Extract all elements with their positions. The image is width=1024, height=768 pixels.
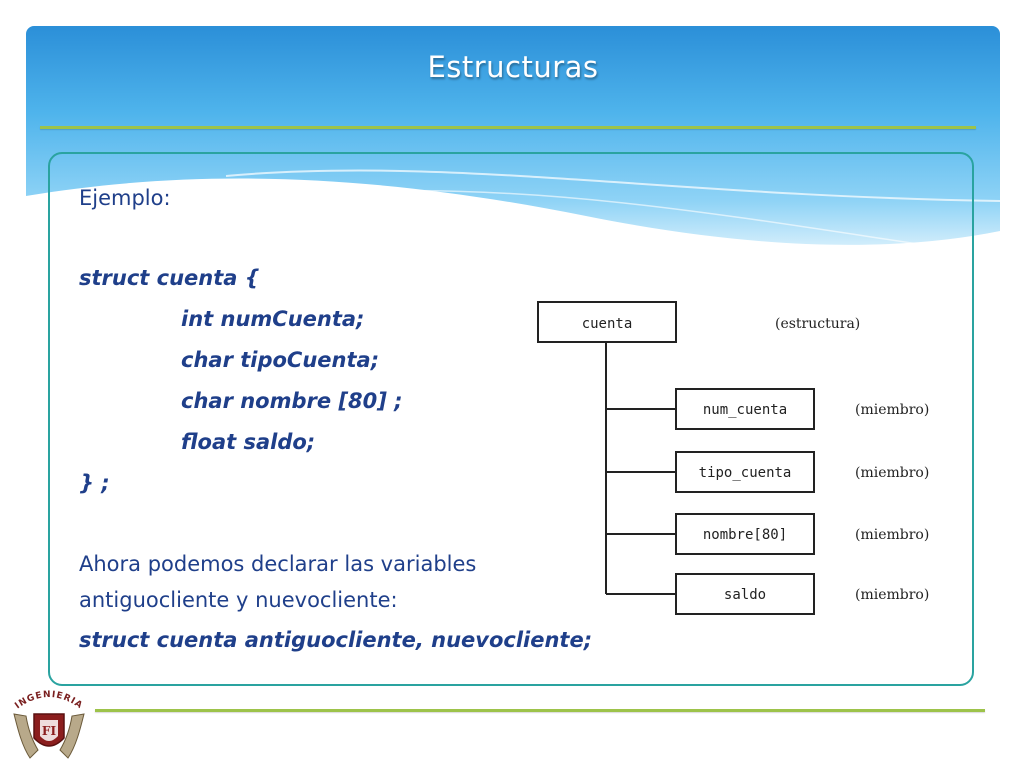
diagram-member-label: nombre[80] bbox=[703, 527, 787, 543]
diagram-member-note: (miembro) bbox=[855, 402, 929, 418]
faculty-logo: INGENIERIA FI bbox=[13, 690, 85, 759]
diagram-member-note: (miembro) bbox=[855, 465, 929, 481]
diagram-root-note: (estructura) bbox=[775, 316, 860, 332]
diagram-member-node: nombre[80] bbox=[675, 513, 815, 555]
paragraph-line-1: Ahora podemos declarar las variables bbox=[79, 552, 477, 576]
declaration-line: struct cuenta antiguocliente, nuevoclien… bbox=[79, 628, 593, 652]
content-box bbox=[48, 152, 974, 686]
code-line-struct-close: } ; bbox=[79, 471, 110, 495]
diagram-member-label: tipo_cuenta bbox=[699, 465, 792, 481]
code-line-saldo: float saldo; bbox=[181, 430, 316, 454]
diagram-member-node: saldo bbox=[675, 573, 815, 615]
diagram-member-label: saldo bbox=[724, 587, 766, 603]
svg-text:INGENIERIA: INGENIERIA bbox=[13, 690, 84, 711]
paragraph-line-2: antiguocliente y nuevocliente: bbox=[79, 588, 398, 612]
slide-title: Estructuras bbox=[427, 50, 599, 84]
intro-label: Ejemplo: bbox=[79, 186, 171, 210]
diagram-member-label: num_cuenta bbox=[703, 402, 787, 418]
structure-diagram: cuenta (estructura) num_cuenta (miembro)… bbox=[537, 301, 929, 615]
diagram-root-label: cuenta bbox=[582, 316, 633, 332]
code-line-tipocuenta: char tipoCuenta; bbox=[181, 348, 380, 372]
code-line-numcuenta: int numCuenta; bbox=[181, 307, 365, 331]
footer-divider bbox=[95, 709, 985, 712]
diagram-root-node: cuenta bbox=[537, 301, 677, 343]
header-background bbox=[26, 26, 1000, 276]
diagram-member-note: (miembro) bbox=[855, 527, 929, 543]
code-line-nombre: char nombre [80] ; bbox=[181, 389, 403, 413]
diagram-member-node: num_cuenta bbox=[675, 388, 815, 430]
diagram-member-note: (miembro) bbox=[855, 587, 929, 603]
code-line-struct-open: struct cuenta { bbox=[79, 266, 260, 290]
diagram-member-node: tipo_cuenta bbox=[675, 451, 815, 493]
title-divider bbox=[40, 126, 976, 129]
wave-decoration bbox=[26, 169, 1000, 276]
svg-text:FI: FI bbox=[42, 724, 57, 738]
